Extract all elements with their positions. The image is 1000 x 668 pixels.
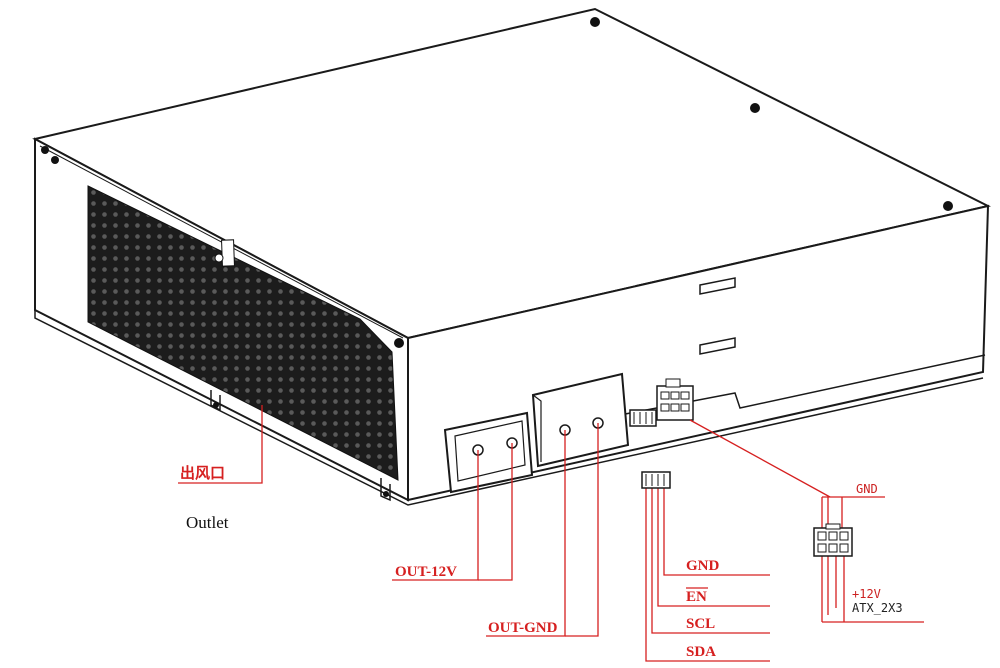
atx-connector-chassis xyxy=(656,378,694,421)
out-12v-terminal xyxy=(443,411,534,494)
vent-grille xyxy=(87,185,399,481)
screw xyxy=(590,17,600,27)
atx-gnd-label: GND xyxy=(856,482,878,496)
screw xyxy=(41,146,49,154)
atx-name-label: ATX_2X3 xyxy=(852,601,903,615)
gnd-pin-label: GND xyxy=(686,558,720,574)
out-gnd-label: OUT-GND xyxy=(488,620,558,636)
en-pin-label: EN xyxy=(686,589,707,605)
screw xyxy=(943,201,953,211)
atx-12v-label: +12V xyxy=(852,587,881,601)
signal-cable-connector xyxy=(641,471,671,489)
screw xyxy=(750,103,760,113)
signal-connector xyxy=(629,409,657,427)
screw xyxy=(51,156,59,164)
callout-lines xyxy=(178,405,924,662)
scl-pin-label: SCL xyxy=(686,616,715,632)
outlet-cn-label: 出风口 xyxy=(180,464,225,482)
atx-2x3-connector xyxy=(813,523,853,557)
out-12v-label: OUT-12V xyxy=(395,564,457,580)
outlet-en-label: Outlet xyxy=(186,513,229,532)
sda-pin-label: SDA xyxy=(686,644,716,660)
